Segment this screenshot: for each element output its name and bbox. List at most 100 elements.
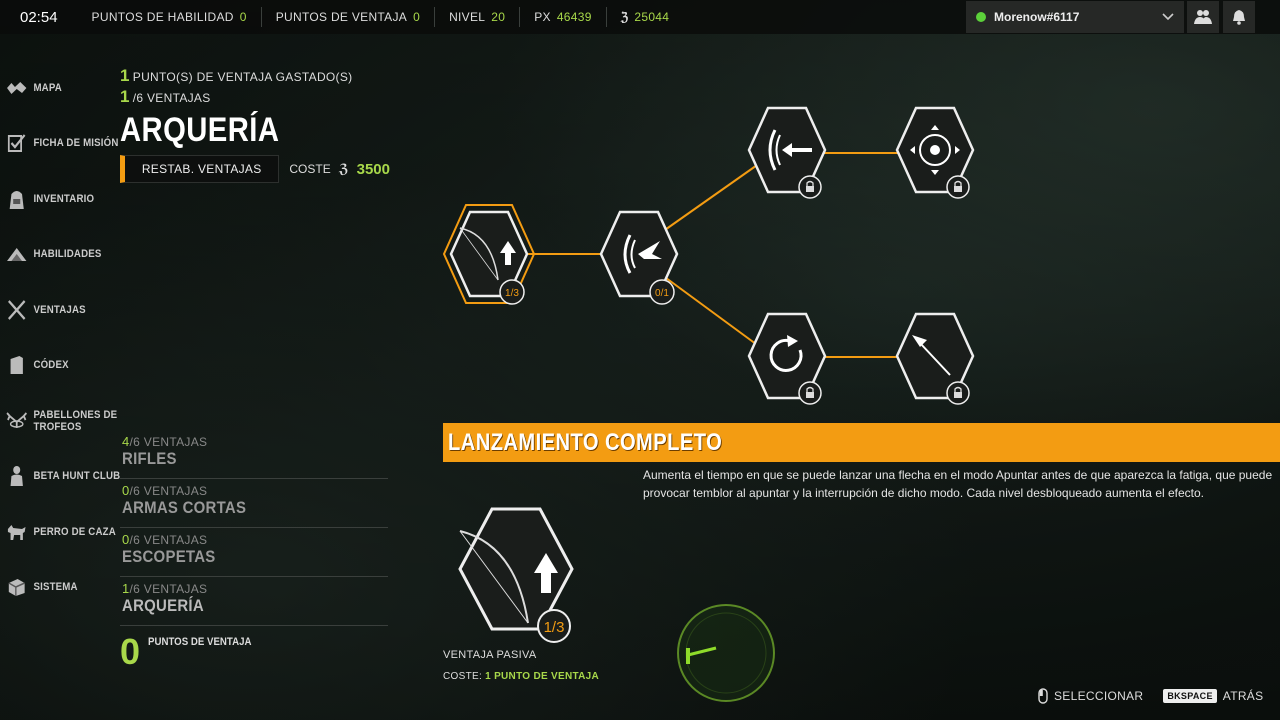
player-name: Morenow#6117: [994, 10, 1080, 24]
bow-arrow-up-icon: [459, 227, 516, 281]
perk-node-full-draw[interactable]: 1/3: [442, 204, 536, 305]
available-points-value: 0: [120, 631, 141, 672]
category-name: RIFLES: [122, 449, 177, 468]
category-count: 0: [122, 483, 130, 498]
arrow-left-arc-icon: [768, 129, 812, 171]
category-count: 1: [122, 581, 130, 596]
notifications-button[interactable]: [1223, 1, 1255, 33]
sidebar-item-map[interactable]: MAPA: [0, 60, 97, 116]
perk-node-badge: 0/1: [655, 288, 669, 299]
category-name: ESCOPETAS: [122, 547, 216, 566]
level-label: NIVEL: [449, 10, 486, 24]
perk-cost-label: COSTE:: [443, 671, 483, 682]
reset-row: RESTAB. VENTAJAS COSTE ℨ 3500: [120, 155, 390, 183]
hint-select[interactable]: SELECCIONAR: [1038, 688, 1143, 704]
sidebar-item-label: SISTEMA: [33, 581, 78, 594]
category-item-archery[interactable]: 1/6 VENTAJAS ARQUERÍA: [120, 577, 388, 626]
xp-value: 46439: [556, 10, 592, 24]
bell-icon: [1233, 10, 1245, 25]
perk-node-reload[interactable]: [747, 312, 827, 405]
hint-back[interactable]: BKSPACE ATRÁS: [1163, 689, 1263, 703]
perk-node-broadhead[interactable]: [895, 312, 975, 405]
category-count: 0: [122, 532, 130, 547]
hint-select-label: SELECCIONAR: [1054, 689, 1144, 703]
xp-stat: PX 46439: [519, 7, 605, 27]
category-count-label: /6 VENTAJAS: [129, 533, 208, 547]
clock: 02:54: [20, 8, 58, 26]
sidebar-item-label: FICHA DE MISIÓN: [33, 137, 119, 150]
fan-burst-icon: [623, 234, 662, 274]
lock-icon: [806, 386, 814, 398]
system-icon: [5, 576, 28, 598]
lock-icon: [806, 180, 814, 192]
arrowhead-icon: [912, 335, 951, 376]
spent-points-line: 1 PUNTO(S) DE VENTAJA GASTADO(S): [120, 66, 390, 86]
category-item-handguns[interactable]: 0/6 VENTAJAS ARMAS CORTAS: [120, 479, 388, 528]
perk-cost-line: COSTE: 1 PUNTO DE VENTAJA: [443, 671, 599, 682]
sidebar-item-codex[interactable]: CÓDEX: [0, 338, 97, 394]
currency-stat: ℨ 25044: [605, 7, 684, 27]
sidebar-item-label: CÓDEX: [33, 359, 69, 372]
sidebar-item-label: MAPA: [33, 81, 62, 94]
page-title: ARQUERÍA: [120, 111, 280, 149]
sidebar-item-beta-hunt-club[interactable]: BETA HUNT CLUB: [0, 449, 120, 505]
lock-icon: [954, 180, 962, 192]
reset-cost-value: 3500: [356, 160, 390, 178]
skill-points-stat: PUNTOS DE HABILIDAD 0: [78, 7, 261, 27]
sidebar-item-system[interactable]: SISTEMA: [0, 560, 97, 616]
sidebar-item-inventory[interactable]: INVENTARIO: [0, 171, 97, 227]
category-item-shotguns[interactable]: 0/6 VENTAJAS ESCOPETAS: [120, 528, 388, 577]
perks-count-value: 1: [120, 87, 130, 106]
spent-points-label: PUNTO(S) DE VENTAJA GASTADO(S): [132, 70, 353, 84]
book-icon: [5, 354, 28, 376]
perk-node-draw-speed[interactable]: 0/1: [599, 210, 679, 305]
category-count-label: /6 VENTAJAS: [129, 435, 208, 449]
perk-node-badge: 1/3: [505, 288, 519, 299]
perk-points-label: PUNTOS DE VENTAJA: [275, 10, 408, 24]
reset-cost-label: COSTE: [289, 162, 331, 176]
skill-points-value: 0: [239, 10, 247, 24]
sidebar-item-mission[interactable]: FICHA DE MISIÓN: [0, 116, 118, 172]
sidebar-item-hunting-dog[interactable]: PERRO DE CAZA: [0, 504, 116, 560]
dog-icon: [5, 521, 28, 543]
reset-perks-button[interactable]: RESTAB. VENTAJAS: [120, 155, 280, 183]
sidebar-item-skills[interactable]: HABILIDADES: [0, 227, 101, 283]
perk-detail-icon: 1/3: [458, 507, 574, 643]
perk-tree: 1/3 0/1: [442, 106, 975, 405]
sidebar-item-perks[interactable]: VENTAJAS: [0, 282, 97, 338]
category-count: 4: [122, 434, 130, 449]
perk-title-bar: LANZAMIENTO COMPLETO: [443, 423, 1280, 462]
category-name: ARMAS CORTAS: [122, 498, 247, 517]
perk-node-arrow-return[interactable]: [747, 106, 827, 199]
backpack-icon: [5, 188, 28, 210]
category-count-label: /6 VENTAJAS: [129, 582, 208, 596]
checklist-icon: [5, 132, 28, 154]
perk-node-target[interactable]: [895, 106, 975, 199]
friends-button[interactable]: [1187, 1, 1219, 33]
spent-points-value: 1: [120, 66, 130, 85]
perk-description: Aumenta el tiempo en que se puede lanzar…: [643, 468, 1273, 500]
sidebar-item-label: PERRO DE CAZA: [33, 525, 116, 538]
sidebar-item-label: BETA HUNT CLUB: [33, 470, 121, 483]
player-dropdown[interactable]: Morenow#6117: [966, 1, 1184, 33]
perks-count-line: 1 /6 VENTAJAS: [120, 87, 390, 107]
category-item-rifles[interactable]: 4/6 VENTAJAS RIFLES: [120, 430, 388, 479]
available-points-label: PUNTOS DE VENTAJA: [148, 636, 252, 648]
friends-icon: [1194, 10, 1212, 24]
tree-connector: [661, 274, 761, 348]
loading-spinner-icon: [677, 604, 775, 702]
available-points: 0 PUNTOS DE VENTAJA: [120, 632, 388, 672]
category-header: 1 PUNTO(S) DE VENTAJA GASTADO(S) 1 /6 VE…: [120, 66, 390, 183]
lock-icon: [954, 386, 962, 398]
hunter-icon: [5, 465, 28, 487]
category-count-label: /6 VENTAJAS: [129, 484, 208, 498]
perk-detail-badge: 1/3: [544, 619, 565, 636]
antlers-icon: [5, 410, 28, 432]
perk-category-list: 4/6 VENTAJAS RIFLES 0/6 VENTAJAS ARMAS C…: [120, 430, 388, 672]
circular-arrow-icon: [769, 335, 803, 372]
perks-count-label: /6 VENTAJAS: [132, 91, 211, 105]
skill-points-label: PUNTOS DE HABILIDAD: [91, 10, 234, 24]
sidebar-nav: MAPA FICHA DE MISIÓN INVENTARIO HABILIDA…: [0, 60, 120, 616]
